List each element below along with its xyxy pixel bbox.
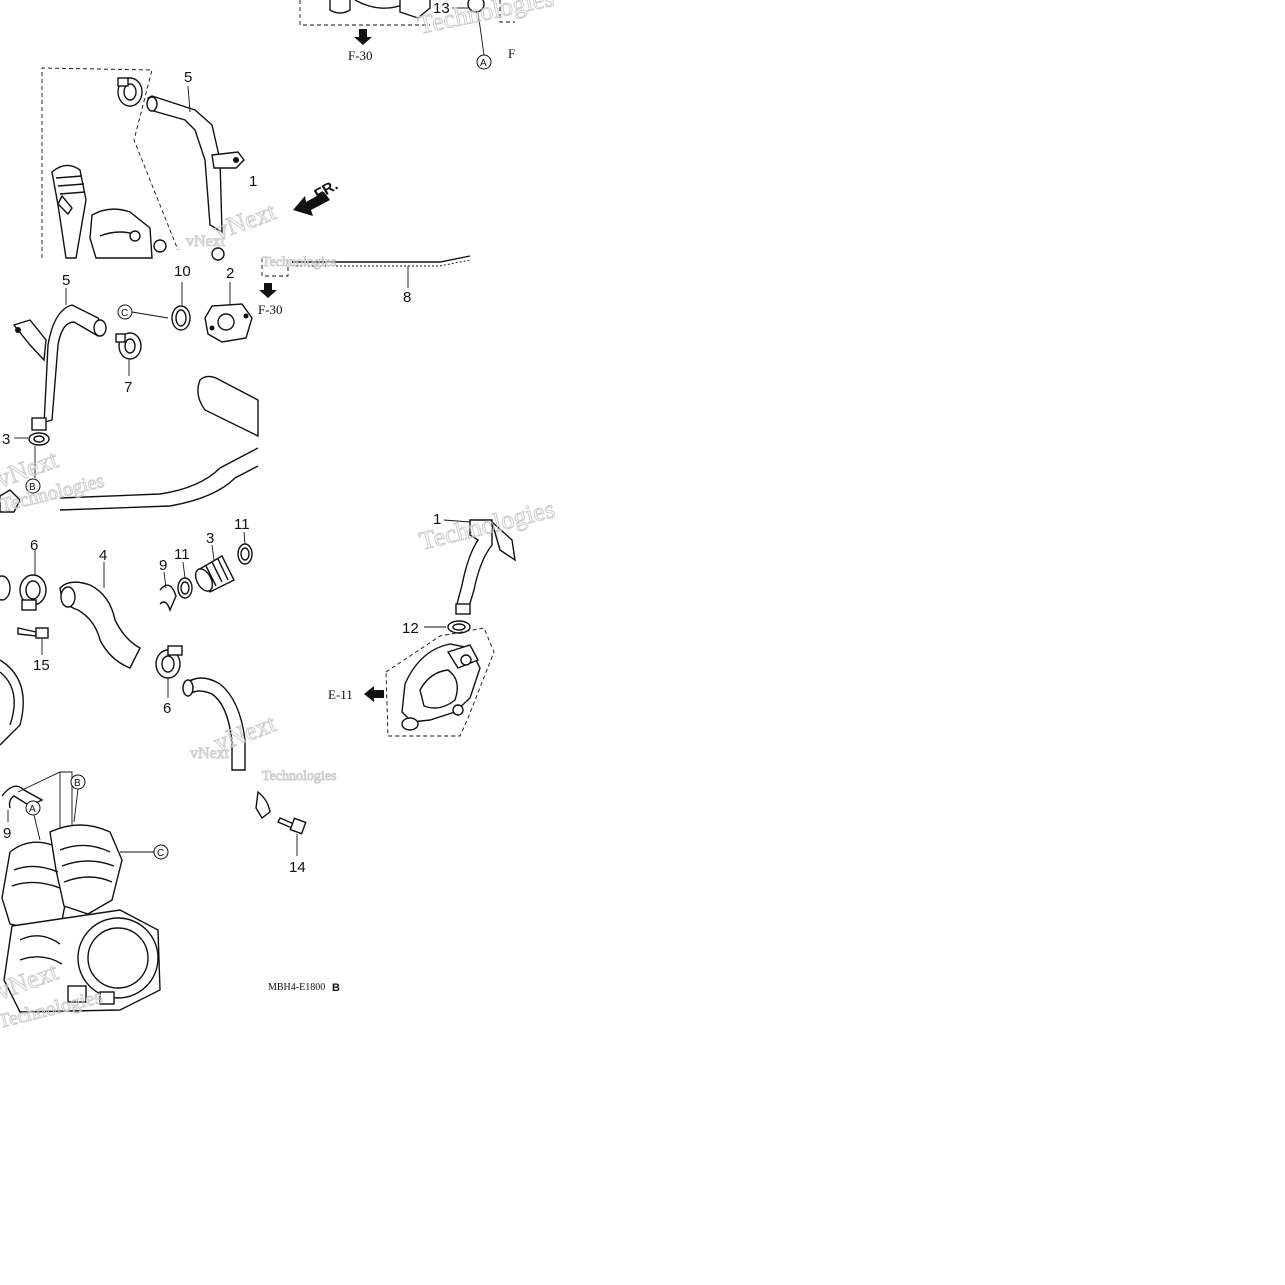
ref-letter-a-top: A xyxy=(480,58,487,69)
left-arrow-e11 xyxy=(364,686,384,702)
hose-5-mid xyxy=(33,304,105,426)
callout-4: 4 xyxy=(99,547,107,564)
front-direction-arrow: FR. xyxy=(293,177,341,216)
clamp-top xyxy=(117,77,143,107)
bolt-15 xyxy=(17,627,49,639)
callout-15: 15 xyxy=(33,657,50,674)
clamp-7 xyxy=(115,332,142,360)
nut-13 xyxy=(467,0,485,13)
panel-engine: 9 A B C 14 xyxy=(1,771,340,1013)
ref-letter-c-bottom: C xyxy=(157,848,164,859)
diagram-code-suffix: B xyxy=(332,982,340,994)
hose-5-top xyxy=(147,95,223,234)
hose-lower xyxy=(184,677,246,771)
engine-block xyxy=(1,824,161,1013)
clip-9-mid xyxy=(159,584,177,612)
bolt-14 xyxy=(277,817,307,835)
clamp-6-b xyxy=(155,645,183,679)
callout-13: 13 xyxy=(433,0,450,17)
callout-3-mid: 3 xyxy=(2,431,10,448)
ref-letter-a-bottom: A xyxy=(29,804,36,815)
callout-11-a: 11 xyxy=(174,546,190,563)
thermostat-cover-2 xyxy=(204,303,253,343)
callout-3-low: 3 xyxy=(206,530,214,547)
down-arrow-f30-mid xyxy=(259,283,277,298)
callout-6-b: 6 xyxy=(163,700,171,717)
pump-cover xyxy=(401,643,481,731)
callout-1-top: 1 xyxy=(249,173,257,190)
hose-8: 8 xyxy=(261,255,471,306)
panel-thermostat: 5 7 C 10 2 3 xyxy=(0,263,259,513)
ref-f30-mid: F-30 xyxy=(258,302,283,317)
callout-11-b: 11 xyxy=(234,516,250,533)
callout-1-right: 1 xyxy=(433,511,441,528)
callout-10: 10 xyxy=(174,263,191,280)
callout-9-mid: 9 xyxy=(159,557,167,574)
callout-2: 2 xyxy=(226,265,234,282)
ref-circle-a-top xyxy=(476,54,492,70)
ref-e11: E-11 xyxy=(328,687,353,702)
top-strip-assembly: 13 A F-30 F xyxy=(299,0,515,70)
watermark-text: vNext xyxy=(186,233,226,250)
water-pump-assembly: 1 12 E-11 xyxy=(328,511,516,737)
ref-f30-top: F-30 xyxy=(348,48,373,63)
callout-14: 14 xyxy=(289,859,306,876)
ref-letter-c-mid: C xyxy=(121,308,128,319)
callout-5-mid: 5 xyxy=(62,272,70,289)
callout-12: 12 xyxy=(402,620,419,637)
callout-5-top: 5 xyxy=(184,69,192,86)
ref-f-edge: F xyxy=(508,46,515,61)
filler-neck xyxy=(51,164,225,261)
watermark-text: vNext xyxy=(190,745,230,762)
callout-6-a: 6 xyxy=(30,537,38,554)
joint-pipe-3 xyxy=(194,555,235,593)
clamp-6-a xyxy=(19,574,47,611)
hose-large xyxy=(197,375,259,438)
ref-letter-b-mid: B xyxy=(29,482,36,493)
callout-9-bottom: 9 xyxy=(3,825,11,842)
callout-7: 7 xyxy=(124,379,132,396)
hose-4 xyxy=(59,581,141,669)
panel-upper-hose: 5 1 xyxy=(41,67,257,261)
ref-letter-b-bottom: B xyxy=(74,778,81,789)
diagram-code: MBH4-E1800 xyxy=(268,982,325,993)
down-arrow-f30-top xyxy=(354,29,372,45)
callout-8: 8 xyxy=(403,289,411,306)
watermark-text: Technologies xyxy=(262,769,336,784)
panel-water-hoses: 6 15 4 9 11 3 11 xyxy=(0,516,253,771)
watermark-text: Technologies xyxy=(262,255,336,270)
